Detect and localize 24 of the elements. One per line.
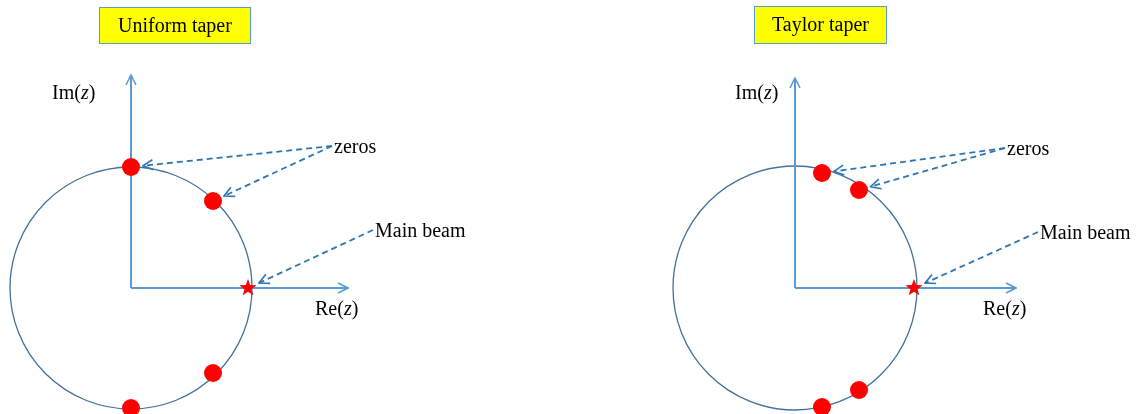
leader-line [869,147,1006,190]
leader-line [142,145,333,171]
zero-dot [849,380,869,400]
callout-text: zeros [1007,136,1050,160]
star-marker [904,278,924,298]
zero-dot [203,191,223,211]
leader-line [924,231,1039,285]
leader-line [258,229,374,285]
axis-label: Im(z) [52,80,96,104]
zero-dot [121,157,141,177]
star-marker [238,278,258,298]
zero-dot [849,180,869,200]
callout-text: Main beam [375,218,466,242]
axis-label: Im(z) [735,80,779,104]
panel-title: Uniform taper [99,7,251,44]
leader-line [833,147,1006,176]
leader-line [223,145,333,198]
panel-title: Taylor taper [754,6,887,44]
axis-label: Re(z) [315,296,359,320]
zero-dot [812,163,832,183]
callout-text: zeros [334,134,377,158]
zero-dot [203,363,223,383]
callout-text: Main beam [1040,220,1131,244]
axis-label: Re(z) [983,296,1027,320]
